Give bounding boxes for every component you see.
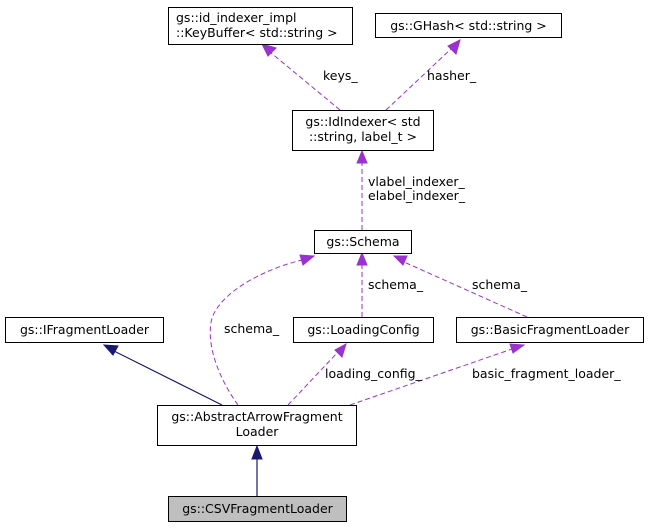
node-ifragmentloader-label: gs::IFragmentLoader (20, 322, 150, 337)
node-ghash-label: gs::GHash< std::string > (390, 18, 547, 33)
node-basicfragmentloader-label: gs::BasicFragmentLoader (471, 322, 630, 337)
edge-label-keys: keys_ (323, 68, 358, 83)
edge-label-elabel-indexer: elabel_indexer_ (368, 188, 466, 203)
edge-label-indexers (356, 149, 368, 230)
edge-keys (261, 43, 341, 111)
node-loadingconfig-label: gs::LoadingConfig (307, 322, 419, 337)
node-idindexer-line1: gs::IdIndexer< std (305, 114, 420, 129)
edge-basic-fragment-loader (349, 343, 526, 406)
node-ghash[interactable]: gs::GHash< std::string > (375, 13, 562, 38)
edge-hasher (385, 39, 461, 111)
edge-loading-config (287, 342, 347, 406)
node-ifragmentloader[interactable]: gs::IFragmentLoader (5, 317, 164, 343)
edge-schema-basicloader (392, 255, 528, 318)
node-keybuffer-line2: ::KeyBuffer< std::string > (176, 25, 338, 40)
node-keybuffer-line1: gs::id_indexer_impl (176, 10, 296, 25)
edge-inherit-abstractarrow (251, 444, 263, 496)
node-schema[interactable]: gs::Schema (314, 230, 412, 254)
node-csvfragmentloader[interactable]: gs::CSVFragmentLoader (168, 496, 347, 522)
node-schema-label: gs::Schema (326, 234, 399, 249)
edge-inherit-ifragmentloader (102, 344, 223, 406)
node-basicfragmentloader[interactable]: gs::BasicFragmentLoader (456, 317, 644, 343)
node-idindexer-line2: ::string, label_t > (309, 129, 417, 144)
edge-label-schema-mid: schema_ (368, 277, 424, 292)
node-abstractarrow-line1: gs::AbstractArrowFragment (171, 409, 342, 424)
edge-label-schema-left: schema_ (224, 321, 280, 336)
edge-schema-abstractarrow (209, 254, 316, 406)
node-loadingconfig[interactable]: gs::LoadingConfig (293, 317, 434, 343)
node-abstractarrowfragmentloader[interactable]: gs::AbstractArrowFragment Loader (157, 405, 357, 446)
edge-label-basic-fragment-loader: basic_fragment_loader_ (472, 366, 621, 381)
edge-label-schema-right: schema_ (472, 277, 528, 292)
node-idindexer[interactable]: gs::IdIndexer< std ::string, label_t > (292, 110, 434, 151)
edge-label-hasher: hasher_ (427, 68, 477, 83)
node-keybuffer[interactable]: gs::id_indexer_impl ::KeyBuffer< std::st… (168, 7, 353, 45)
edge-label-vlabel-indexer: vlabel_indexer_ (368, 174, 466, 189)
edge-label-loading-config: loading_config_ (325, 366, 423, 381)
edge-schema-loadingconfig (356, 251, 368, 317)
node-abstractarrow-line2: Loader (236, 424, 280, 439)
node-csvfragmentloader-label: gs::CSVFragmentLoader (182, 501, 333, 516)
